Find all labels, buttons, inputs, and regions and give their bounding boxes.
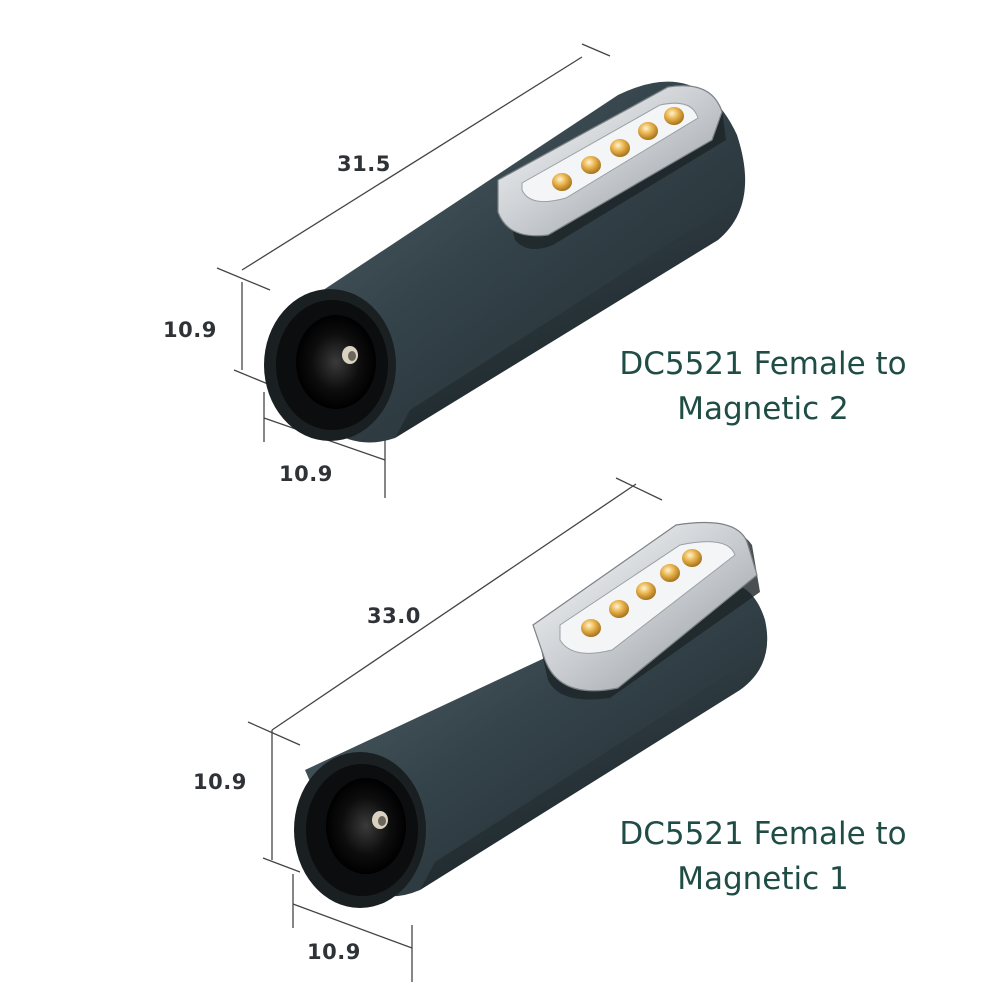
caption-line-1: DC5521 Female to xyxy=(619,346,907,382)
width-dimension-line xyxy=(292,903,413,949)
length-dimension-line xyxy=(271,483,637,731)
dc-jack-face xyxy=(294,752,426,908)
magnetic-connector xyxy=(497,85,726,249)
magnetic-connector xyxy=(532,521,760,700)
caption-line-2: Magnetic 2 xyxy=(677,391,849,427)
height-label-magnetic-2: 10.9 xyxy=(163,318,217,342)
gold-pins xyxy=(552,107,684,191)
dc-jack-face xyxy=(264,289,396,441)
adapter-magnetic-2 xyxy=(216,43,746,498)
caption-line-2: Magnetic 1 xyxy=(677,861,849,897)
caption-magnetic-1: DC5521 Female to Magnetic 1 xyxy=(603,812,923,902)
length-label-magnetic-2: 31.5 xyxy=(337,152,391,176)
width-label-magnetic-2: 10.9 xyxy=(279,462,333,486)
gold-pins xyxy=(581,549,702,637)
adapter-magnetic-1 xyxy=(247,477,768,982)
width-label-magnetic-1: 10.9 xyxy=(307,940,361,964)
height-label-magnetic-1: 10.9 xyxy=(193,770,247,794)
length-dimension-line xyxy=(241,56,583,271)
caption-line-1: DC5521 Female to xyxy=(619,816,907,852)
dimension-lines xyxy=(247,477,663,982)
length-label-magnetic-1: 33.0 xyxy=(367,604,421,628)
caption-magnetic-2: DC5521 Female to Magnetic 2 xyxy=(603,342,923,432)
